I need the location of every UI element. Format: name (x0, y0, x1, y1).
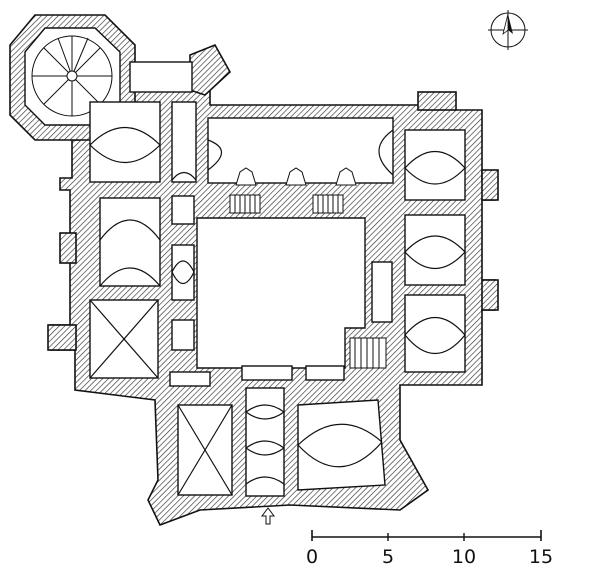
corridor-south-central (245, 387, 285, 497)
corridor-west-cell-2 (171, 244, 195, 301)
stairs-north (229, 194, 344, 214)
buttress-east-2 (481, 279, 499, 311)
scale-tick-15: 15 (529, 546, 553, 568)
stairs-southeast (349, 337, 387, 369)
corridor-west-cell-3 (171, 319, 195, 351)
scale-tick-10: 10 (452, 546, 476, 568)
passage-south-3 (305, 365, 345, 381)
room-east-2 (404, 294, 466, 373)
tower-passage (129, 61, 193, 93)
stair-newel (66, 70, 78, 82)
passage-south-2 (241, 365, 293, 381)
room-southeast (297, 399, 386, 491)
room-west-1 (99, 197, 161, 287)
tower-bastion (189, 43, 232, 96)
scale-tick-0: 0 (306, 546, 318, 568)
buttress-west-2 (47, 324, 77, 351)
spiral-stair-steps (32, 36, 112, 116)
central-courtyard (196, 217, 366, 369)
corridor-north-narrow (171, 101, 197, 183)
room-northeast (404, 129, 466, 201)
compass-north-arrow-icon (488, 10, 528, 50)
buttress-east-1 (481, 169, 499, 201)
passage-south-1 (169, 371, 211, 387)
corridor-west-cell-1 (171, 195, 195, 225)
entrance-arrow-icon (261, 507, 275, 525)
buttress-west-1 (59, 232, 77, 264)
rooms (89, 101, 466, 497)
buttress-north (417, 91, 457, 111)
corridor-east (371, 261, 393, 323)
scale-bar: 0 5 10 15 (306, 530, 553, 568)
scale-tick-5: 5 (382, 546, 394, 568)
room-east-1 (404, 214, 466, 286)
room-northwest (89, 101, 161, 183)
